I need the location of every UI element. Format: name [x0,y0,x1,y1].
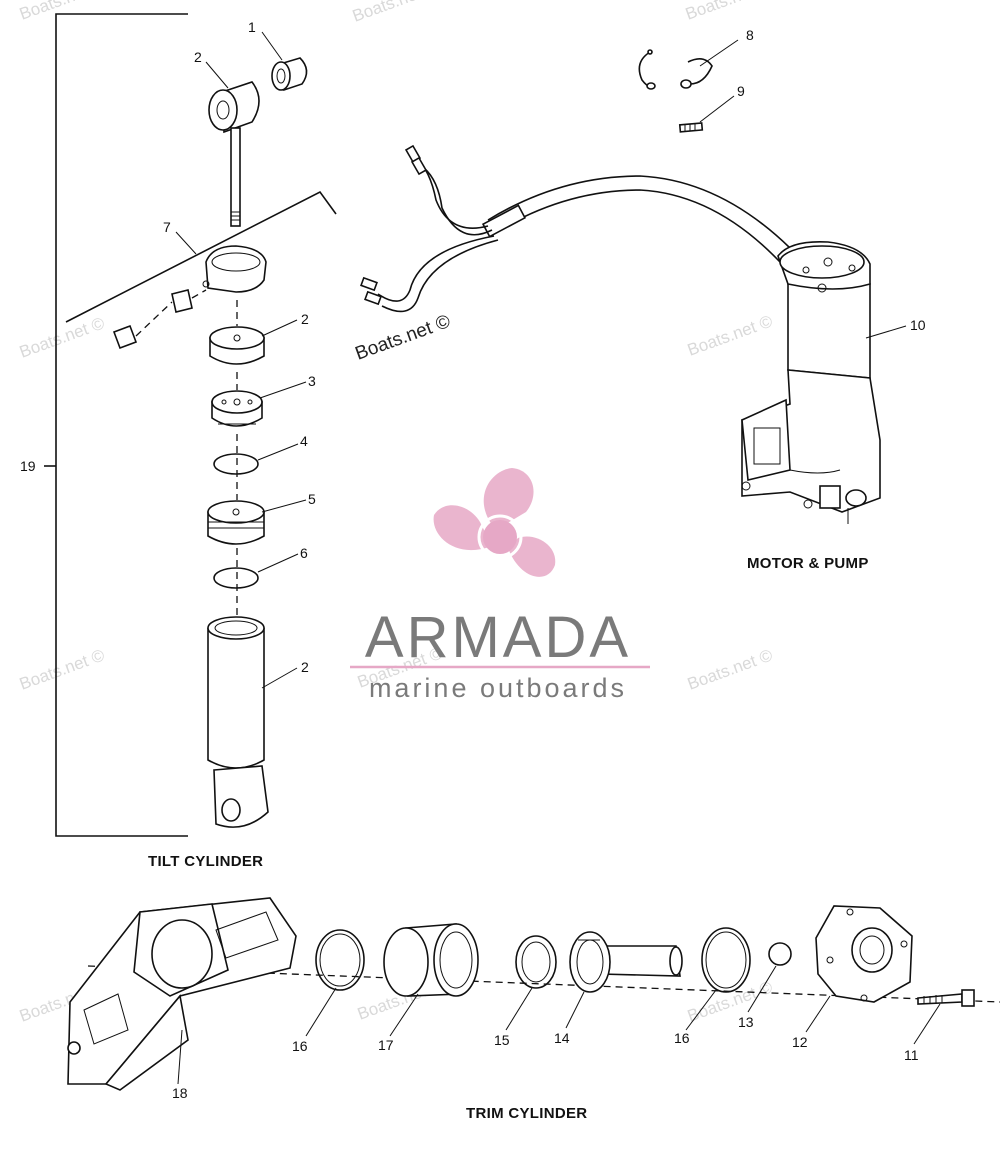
callout-5: 5 [308,491,316,507]
part-9-pin [678,122,704,133]
part-4-o-ring [213,453,259,475]
part-11-bolt [917,989,975,1007]
callout-1: 1 [248,19,256,35]
section-title-motor-pump: MOTOR & PUMP [747,555,869,572]
part-16-o-ring [315,929,365,991]
part-10-motor-pump [360,144,881,524]
callout-18: 18 [172,1085,188,1101]
brand-tagline: marine outboards [369,673,627,703]
brand-name: ARMADA [365,605,631,670]
section-title-trim-cylinder: TRIM CYLINDER [466,1105,587,1122]
part-15-ring [515,935,557,989]
callout-9: 9 [737,83,745,99]
part-5-piston [207,500,265,545]
callout-10: 10 [910,317,926,333]
section-titles: TILT CYLINDER MOTOR & PUMP TRIM CYLINDER [148,555,869,1122]
watermark-text: Boats.net © [685,977,776,1025]
callout-7: 7 [163,219,171,235]
part-2-cylinder-body [207,616,269,828]
watermark-text: Boats.net © [683,0,774,24]
callout-16: 16 [674,1030,690,1046]
propeller-icon [433,468,556,577]
callout-4: 4 [300,433,308,449]
callout-8: 8 [746,27,754,43]
watermark-text: Boats.net © [17,0,108,24]
armada-logo: ARMADA marine outboards [350,468,650,703]
callout-2: 2 [301,659,309,675]
part-17-sleeve [383,923,479,997]
watermark-layer: Boats.net © Boats.net © Boats.net © Boat… [17,0,776,1026]
callout-3: 3 [308,373,316,389]
callout-12: 12 [792,1034,808,1050]
part-7-clamp [65,190,337,350]
callout-16: 16 [292,1038,308,1054]
watermark-text: Boats.net © [350,0,441,26]
watermark-text: Boats.net © [17,313,108,361]
callout-14: 14 [554,1030,570,1046]
part-14-trim-piston [569,931,683,993]
watermark-text: Boats.net © [685,311,776,359]
part-2-rod-eye [208,81,260,227]
part-12-end-cap [815,905,913,1003]
part-8-clips [638,49,713,90]
watermark-text: Boats.net © [17,645,108,693]
section-title-tilt-cylinder: TILT CYLINDER [148,853,263,870]
part-18-trim-housing [67,897,297,1091]
callout-19: 19 [20,458,36,474]
tilt-assembly-bracket [44,13,188,837]
watermark-text: Boats.net © [353,311,454,365]
part-2-end-cap [209,326,265,365]
part-1-bushing [271,57,308,92]
callout-leaders [175,31,941,1085]
callout-15: 15 [494,1032,510,1048]
callout-11: 11 [904,1047,919,1063]
part-16-o-ring-second [701,927,751,993]
part-6-o-ring [213,567,259,589]
callout-17: 17 [378,1037,394,1053]
callout-6: 6 [300,545,308,561]
callout-2: 2 [301,311,309,327]
watermark-text: Boats.net © [685,645,776,693]
part-13-ball [768,942,792,966]
callout-13: 13 [738,1014,754,1030]
part-3-piston-disc [211,390,263,427]
callout-labels: 1 2 7 2 3 4 5 6 2 19 8 9 10 18 16 17 15 … [20,19,926,1101]
callout-2: 2 [194,49,202,65]
